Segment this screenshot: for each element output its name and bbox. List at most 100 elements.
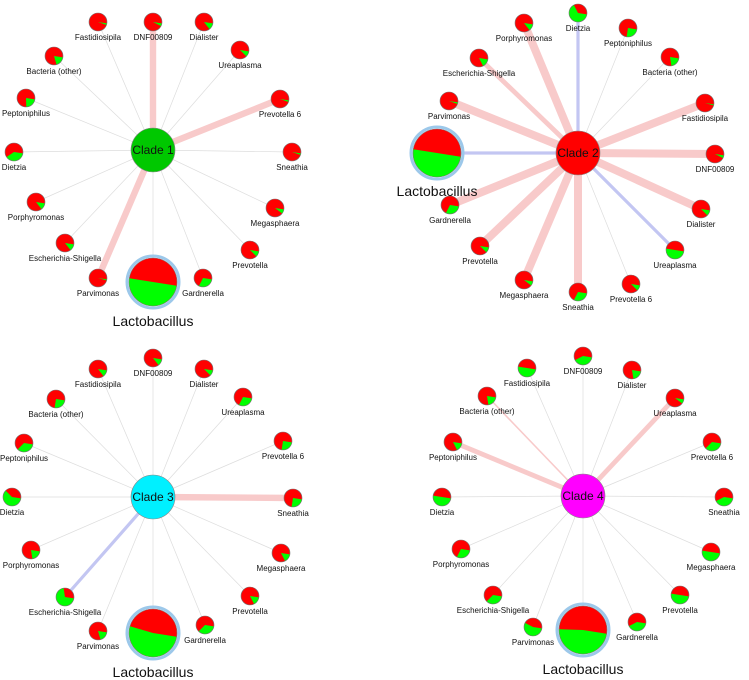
node-label: Lactobacillus [113, 664, 194, 680]
pie-green-slice [628, 622, 646, 631]
pie-green-slice [705, 442, 721, 451]
pie-green-slice [671, 593, 689, 604]
pie-green-slice [631, 284, 640, 291]
node-prevotella-6 [621, 274, 641, 294]
edge-megasphaera [520, 149, 582, 284]
edge-dnf00809 [574, 149, 719, 158]
edge-parvimonas [532, 495, 584, 628]
node-peptoniphilus [14, 433, 34, 453]
pie-green-slice [449, 101, 458, 105]
edge-ureaplasma [580, 395, 678, 499]
node-label: Fastidiosipila [504, 379, 551, 388]
pie-green-slice [574, 356, 592, 366]
node-parvimonas [523, 617, 543, 637]
edge-dialister [152, 368, 205, 498]
node-lactobacillus [125, 254, 181, 310]
node-label: Porphyromonas [496, 34, 552, 43]
edge-prevotella [152, 496, 251, 597]
edge-dialister [582, 369, 633, 497]
node-label: Escherichia-Shigella [443, 69, 516, 78]
node-label: Parvimonas [512, 638, 554, 647]
node-label: Sneathia [708, 508, 740, 517]
node-escherichia-shigella [469, 48, 489, 68]
node-label: Prevotella 6 [691, 453, 734, 462]
edge-prevotella-6 [582, 441, 713, 497]
pie-green-slice [31, 550, 40, 559]
edge-bacteria-other [55, 398, 154, 498]
node-gardnerella [627, 612, 647, 632]
pie-green-slice [486, 595, 502, 604]
node-label: Megasphaera [687, 563, 736, 572]
edge-dietzia [441, 495, 584, 498]
node-lactobacillus [125, 605, 181, 661]
edge-dialister [574, 149, 705, 213]
pie-green-slice [524, 622, 542, 636]
edge-peptoniphilus [577, 27, 629, 154]
edge-prevotella-6 [152, 440, 284, 498]
hub-node: Clade 4 [560, 473, 606, 519]
edge-dialister [152, 21, 205, 151]
pie-green-slice [98, 22, 107, 26]
node-label: DNF00809 [696, 165, 735, 174]
node-prevotella-6 [702, 432, 722, 452]
node-peptoniphilus [16, 88, 36, 108]
node-dnf00809 [143, 12, 163, 32]
pie-green-slice [26, 98, 35, 107]
edge-gardnerella [152, 149, 204, 279]
pie-green-slice [6, 152, 23, 162]
node-label: Dietzia [2, 163, 27, 172]
node-label: Ureaplasma [653, 409, 697, 418]
pie-green-slice [98, 631, 107, 640]
pie-green-slice [36, 202, 45, 210]
edge-fastidiosipila [574, 99, 709, 157]
node-label: Sneathia [276, 163, 308, 172]
node-label: Lactobacillus [543, 661, 624, 677]
node-label: Escherichia-Shigella [457, 606, 530, 615]
node-label: Escherichia-Shigella [29, 608, 102, 617]
node-label: Sneathia [562, 303, 594, 312]
node-label: Gardnerella [616, 633, 658, 642]
pie-green-slice [666, 248, 684, 260]
node-label: Escherichia-Shigella [29, 254, 102, 263]
node-ureaplasma [230, 40, 250, 60]
edge-escherichia-shigella [476, 55, 581, 156]
node-prevotella [240, 240, 260, 260]
edge-porphyromonas [520, 19, 582, 157]
edge-parvimonas [97, 496, 154, 632]
edge-bacteria-other [53, 55, 154, 151]
node-label: Gardnerella [182, 289, 224, 298]
node-gardnerella [193, 268, 213, 288]
node-megasphaera [265, 198, 285, 218]
node-label: Gardnerella [429, 216, 471, 225]
pie-green-slice [715, 154, 724, 159]
node-label: Ureaplasma [218, 61, 262, 70]
node-label: Prevotella 6 [259, 110, 302, 119]
pie-green-slice [702, 550, 720, 561]
edge-gardnerella [152, 496, 206, 626]
node-label: Ureaplasma [653, 261, 697, 270]
node-label: DNF00809 [134, 33, 173, 42]
node-label: Porphyromonas [433, 560, 489, 569]
node-fastidiosipila [88, 359, 108, 379]
node-sneathia [283, 488, 303, 508]
hub-label: Clade 3 [132, 490, 174, 504]
node-porphyromonas [26, 192, 46, 212]
pie-green-slice [626, 28, 637, 37]
node-prevotella-6 [273, 431, 293, 451]
node-dietzia [432, 487, 452, 507]
node-label: Prevotella [462, 257, 498, 266]
node-prevotella [470, 236, 490, 256]
node-escherichia-shigella [55, 587, 75, 607]
node-sneathia [282, 142, 302, 162]
edge-sneathia [582, 495, 725, 498]
node-label: Dietzia [566, 24, 591, 33]
edge-peptoniphilus [450, 439, 586, 499]
pie-green-slice [524, 280, 533, 286]
node-label: Bacteria (other) [26, 67, 81, 76]
node-label: Lactobacillus [113, 313, 194, 329]
pie-green-slice [54, 56, 63, 65]
edge-layer [441, 355, 725, 631]
hub-node: Clade 3 [130, 474, 176, 520]
